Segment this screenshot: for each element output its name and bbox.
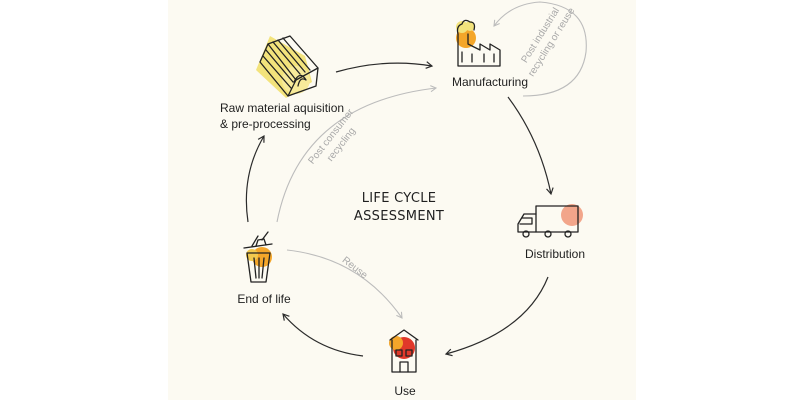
life-cycle-diagram: Raw material aquisition & pre-processing… — [220, 1, 587, 398]
raw-material-label-line1: Raw material aquisition — [220, 101, 344, 115]
diagram-canvas: Raw material aquisition & pre-processing… — [168, 0, 636, 400]
arrow-reuse-loop — [286, 249, 403, 319]
arrow-manufacturing-to-distribution — [507, 96, 554, 196]
arrow-raw-to-manufacturing — [335, 61, 434, 73]
arrow-post-industrial-loop — [493, 1, 587, 97]
center-title-line2: ASSESSMENT — [354, 209, 444, 224]
arrow-use-to-end-of-life — [282, 313, 364, 357]
arrow-distribution-to-use — [444, 276, 549, 357]
factory-icon — [456, 19, 501, 67]
manufacturing-label: Manufacturing — [452, 75, 528, 89]
house-icon — [389, 329, 419, 373]
post-consumer-label: Post consumer recycling — [306, 107, 358, 167]
arrow-end-of-life-to-raw — [245, 134, 265, 223]
distribution-label: Distribution — [525, 247, 585, 261]
center-title-line1: LIFE CYCLE — [362, 191, 437, 206]
reuse-label: Reuse — [340, 255, 370, 282]
arrow-post-consumer-loop — [276, 85, 438, 223]
wood-plank-icon — [256, 35, 319, 98]
truck-icon — [517, 204, 583, 238]
post-industrial-label: Post industrial recycling or reuse — [519, 6, 577, 79]
raw-material-label-line2: & pre-processing — [220, 117, 311, 131]
use-label: Use — [394, 384, 416, 398]
end-of-life-label: End of life — [237, 292, 291, 306]
trash-bin-icon — [243, 231, 273, 283]
reuse-label-text: Reuse — [340, 255, 370, 282]
